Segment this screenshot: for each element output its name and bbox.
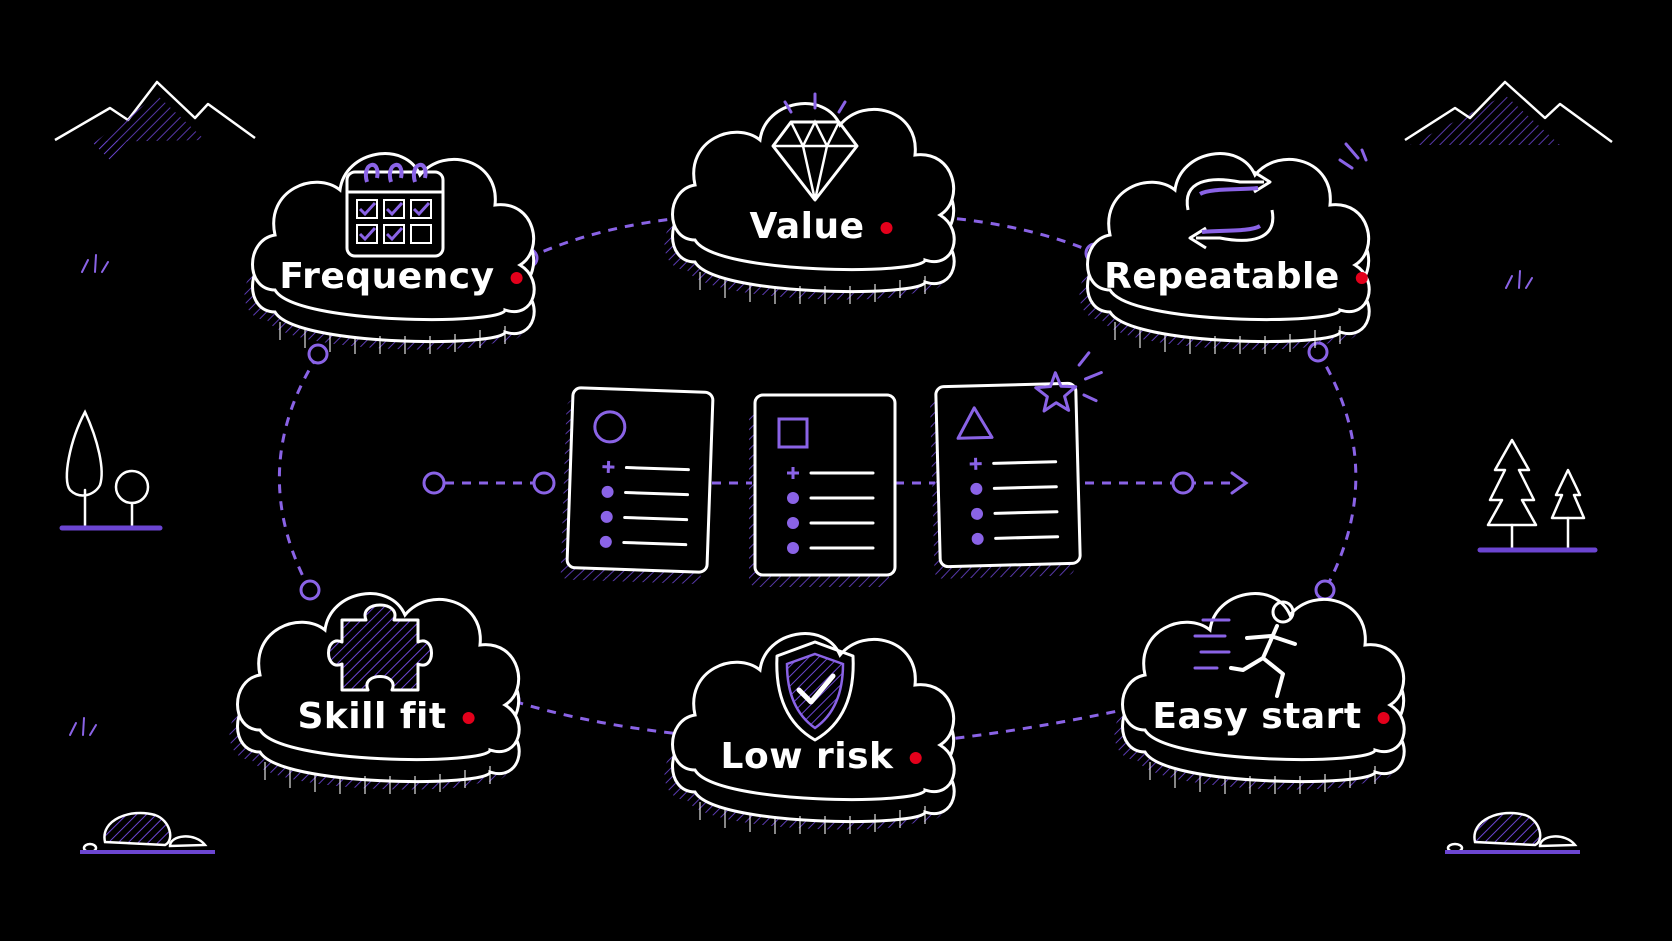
- triangle-icon: [956, 406, 994, 440]
- repeat-arrows-icon: [1185, 142, 1368, 250]
- node-label: Low risk: [721, 736, 894, 777]
- calendar-icon: [345, 163, 445, 258]
- mountains-left: [54, 80, 256, 160]
- status-dot: [1377, 712, 1390, 724]
- card-1: [560, 386, 715, 584]
- trees-right: [1477, 438, 1598, 553]
- node-repeatable: Repeatable: [1079, 142, 1371, 354]
- node-label: Skill fit: [297, 696, 446, 737]
- status-dot: [462, 712, 475, 724]
- node-value: Value: [664, 92, 956, 304]
- node-easy-start: Easy start: [1114, 592, 1406, 794]
- node-low-risk: Low risk: [664, 632, 956, 834]
- arrow-head-icon: [1230, 471, 1249, 495]
- center-cards: [560, 351, 1103, 587]
- status-dot: [880, 222, 893, 234]
- shield-check-icon: [775, 640, 855, 742]
- grass-tuft-2: [1505, 270, 1533, 289]
- star-icon: [1034, 351, 1103, 413]
- ring-connectors: [277, 215, 1358, 742]
- node-label: Value: [749, 206, 864, 247]
- status-dot: [1355, 272, 1368, 284]
- rocks-right: [1445, 811, 1580, 854]
- card-3: [930, 351, 1103, 579]
- mountains-right: [1404, 80, 1613, 145]
- card-2: [749, 393, 897, 587]
- node-skill-fit: Skill fit: [229, 592, 521, 794]
- square-icon: [777, 417, 809, 449]
- diamond-icon: [771, 92, 859, 202]
- circle-icon: [593, 410, 627, 444]
- node-label: Repeatable: [1104, 256, 1340, 297]
- grass-tuft-3: [69, 717, 97, 736]
- puzzle-piece-icon: [327, 603, 433, 692]
- trees-left: [59, 409, 163, 531]
- status-dot: [909, 752, 922, 764]
- center-flow: [422, 471, 1249, 495]
- grass-tuft-1: [81, 254, 109, 273]
- node-frequency: Frequency: [244, 152, 536, 354]
- node-label: Frequency: [279, 256, 494, 297]
- rocks-left: [80, 811, 215, 854]
- running-person-icon: [1193, 600, 1297, 698]
- status-dot: [510, 272, 523, 284]
- node-label: Easy start: [1152, 696, 1361, 737]
